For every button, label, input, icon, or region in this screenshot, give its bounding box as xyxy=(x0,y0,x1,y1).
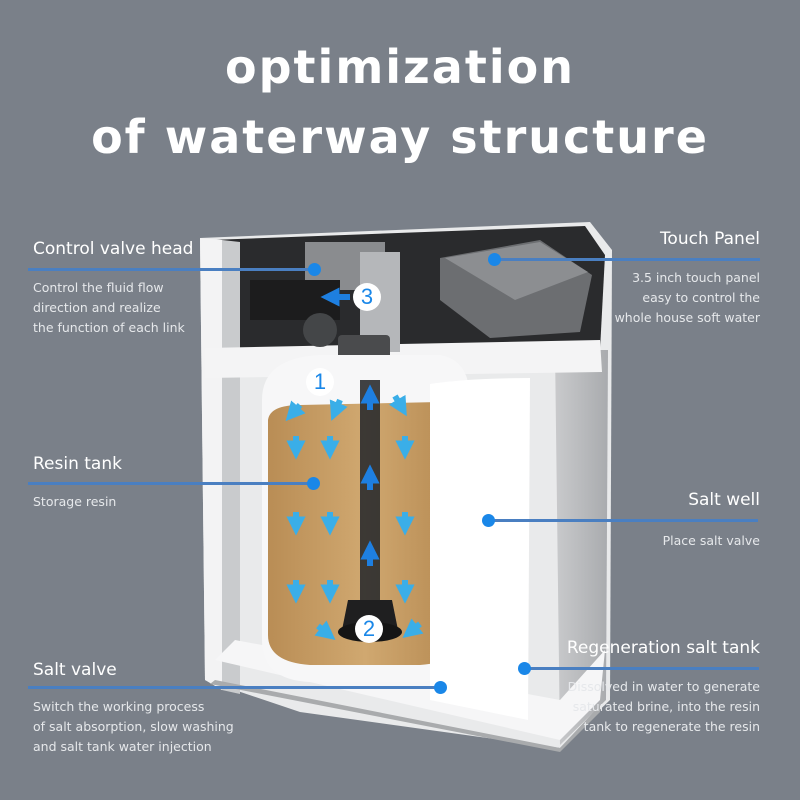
salt-well-leader-line xyxy=(490,519,758,522)
desc-line: of salt absorption, slow washing xyxy=(33,719,234,734)
desc-line: Place salt valve xyxy=(662,533,760,548)
resin-tank-leader-line xyxy=(28,482,308,485)
control-valve-head-desc: Control the fluid flow direction and rea… xyxy=(33,278,185,338)
desc-line: easy to control the xyxy=(642,290,760,305)
flow-step-2-badge: 2 xyxy=(355,615,383,643)
touch-panel-shape xyxy=(440,240,592,338)
desc-line: 3.5 inch touch panel xyxy=(632,270,760,285)
control-valve-head-leader-line xyxy=(28,268,316,271)
salt-valve-desc: Switch the working process of salt absor… xyxy=(33,697,234,757)
regeneration-salt-tank-leader-line xyxy=(525,667,759,670)
flow-arrows xyxy=(285,394,424,640)
salt-valve-leader-line xyxy=(28,686,442,689)
salt-valve-marker xyxy=(434,681,447,694)
salt-well-desc: Place salt valve xyxy=(663,531,760,551)
flow-step-3-badge: 3 xyxy=(353,283,381,311)
resin-tank-desc: Storage resin xyxy=(33,492,116,512)
desc-line: direction and realize xyxy=(33,300,161,315)
page-title-line-1: optimization xyxy=(225,40,575,94)
touch-panel-leader-line xyxy=(495,258,760,261)
control-valve-head-marker xyxy=(308,263,321,276)
desc-line: Storage resin xyxy=(33,494,117,509)
desc-line: the function of each link xyxy=(33,320,185,335)
desc-line: saturated brine, into the resin xyxy=(572,699,760,714)
salt-well-marker xyxy=(482,514,495,527)
page-title-line-2: of waterway structure xyxy=(91,110,709,164)
desc-line: and salt tank water injection xyxy=(33,739,212,754)
touch-panel-title: Touch Panel xyxy=(659,229,760,249)
desc-line: tank to regenerate the resin xyxy=(583,719,760,734)
touch-panel-marker xyxy=(488,253,501,266)
salt-valve-title: Salt valve xyxy=(33,660,117,680)
riser-arrows xyxy=(320,287,380,566)
salt-well-title: Salt well xyxy=(688,490,760,510)
touch-panel-desc: 3.5 inch touch panel easy to control the… xyxy=(615,268,760,328)
desc-line: whole house soft water xyxy=(614,310,760,325)
desc-line: Dissolved in water to generate xyxy=(567,679,760,694)
control-valve-head-title: Control valve head xyxy=(33,239,194,259)
desc-line: Control the fluid flow xyxy=(33,280,164,295)
flow-step-1-badge: 1 xyxy=(306,368,334,396)
salt-well-shape xyxy=(430,378,530,720)
resin-tank-marker xyxy=(307,477,320,490)
resin-tank-title: Resin tank xyxy=(33,454,122,474)
regeneration-salt-tank-marker xyxy=(518,662,531,675)
regeneration-salt-tank-title: Regeneration salt tank xyxy=(566,638,760,658)
regeneration-salt-tank-desc: Dissolved in water to generate saturated… xyxy=(568,677,760,737)
desc-line: Switch the working process xyxy=(33,699,205,714)
